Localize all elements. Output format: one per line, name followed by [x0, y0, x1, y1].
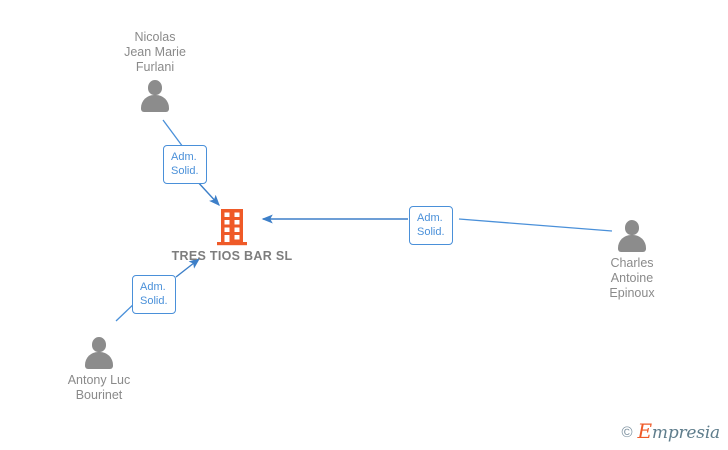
person-icon-body — [141, 95, 169, 112]
person-node-charles[interactable]: Charles Antoine Epinoux — [567, 220, 697, 301]
person-icon — [138, 80, 172, 112]
person-label-charles: Charles Antoine Epinoux — [609, 256, 655, 300]
relation-badge-antony[interactable]: Adm. Solid. — [132, 275, 176, 314]
relation-badge-charles[interactable]: Adm. Solid. — [409, 206, 453, 245]
person-icon-body — [618, 235, 646, 252]
person-label-antony: Antony Luc Bourinet — [67, 373, 131, 402]
person-icon — [82, 337, 116, 369]
brand-initial: E — [637, 419, 653, 443]
brand-logo-text: Empresia — [638, 421, 721, 443]
brand-rest: mpresia — [651, 423, 720, 443]
person-label-nicolas: Nicolas Jean Marie Furlani — [124, 30, 186, 74]
person-icon-head — [92, 337, 106, 352]
copyright-icon: © — [621, 424, 633, 441]
person-icon-head — [148, 80, 162, 95]
watermark-empresia: © Empresia — [621, 421, 721, 443]
company-label: TRES TIOS BAR SL — [171, 249, 293, 263]
building-icon — [217, 209, 247, 246]
person-icon-body — [85, 352, 113, 369]
company-node-tres-tios-bar-sl[interactable]: TRES TIOS BAR SL — [167, 208, 297, 264]
person-icon-head — [625, 220, 639, 235]
person-icon — [615, 220, 649, 252]
relation-badge-nicolas[interactable]: Adm. Solid. — [163, 145, 207, 184]
person-node-nicolas[interactable]: Nicolas Jean Marie Furlani — [90, 30, 220, 112]
person-node-antony[interactable]: Antony Luc Bourinet — [34, 337, 164, 403]
